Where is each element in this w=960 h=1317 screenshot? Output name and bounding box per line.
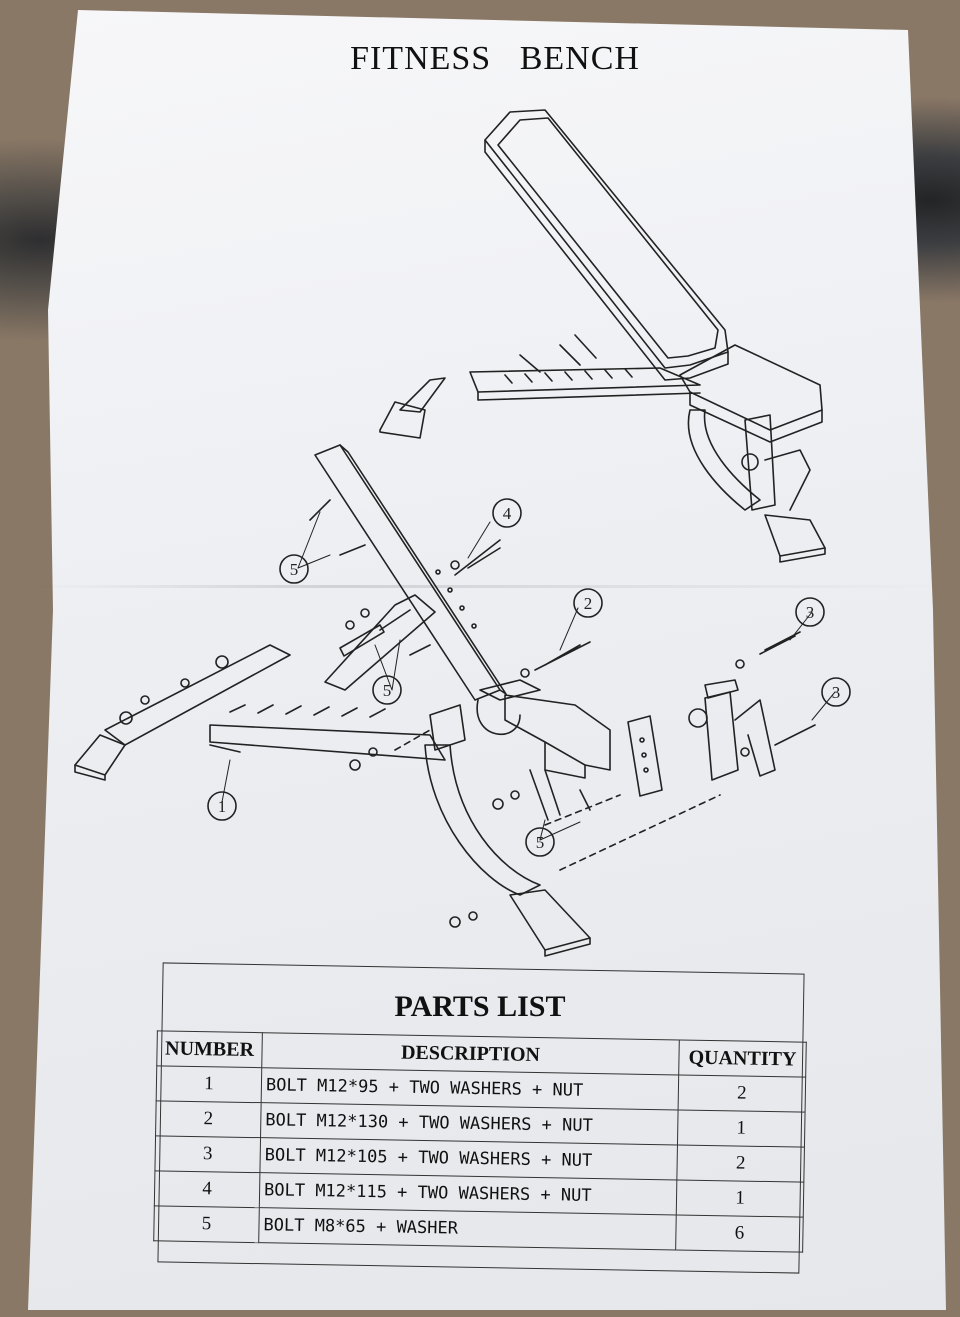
assembled-bench-illustration [379, 109, 826, 563]
callout-1: 1 [218, 797, 227, 816]
callout-3b: 3 [832, 683, 841, 702]
callout-5b: 5 [383, 681, 392, 700]
parts-list-table: NUMBER DESCRIPTION QUANTITY 1 BOLT M12*9… [153, 1030, 807, 1253]
part-number: 1 [156, 1065, 262, 1103]
callout-4: 4 [503, 504, 512, 523]
exploded-view-illustration [74, 444, 836, 957]
part-quantity: 6 [675, 1214, 804, 1253]
callout-5c: 5 [536, 833, 545, 852]
callout-2: 2 [584, 594, 593, 613]
parts-list-title: PARTS LIST [394, 990, 566, 1023]
part-number: 3 [154, 1135, 261, 1173]
document-title: FITNESS BENCH [350, 40, 640, 77]
part-number: 2 [155, 1100, 262, 1138]
part-quantity: 2 [678, 1074, 806, 1113]
header-number: NUMBER [156, 1030, 263, 1068]
part-number: 4 [154, 1170, 260, 1208]
callout-5a: 5 [290, 560, 299, 579]
part-number: 5 [153, 1205, 260, 1243]
paper-fold-crease [28, 585, 948, 588]
part-quantity: 1 [676, 1179, 804, 1218]
part-quantity: 2 [676, 1144, 805, 1183]
header-quantity: QUANTITY [678, 1039, 807, 1078]
instruction-sheet [28, 10, 946, 1310]
part-description: BOLT M8*65 + WASHER [258, 1207, 677, 1250]
part-quantity: 1 [677, 1109, 806, 1148]
callout-3a: 3 [806, 603, 815, 622]
